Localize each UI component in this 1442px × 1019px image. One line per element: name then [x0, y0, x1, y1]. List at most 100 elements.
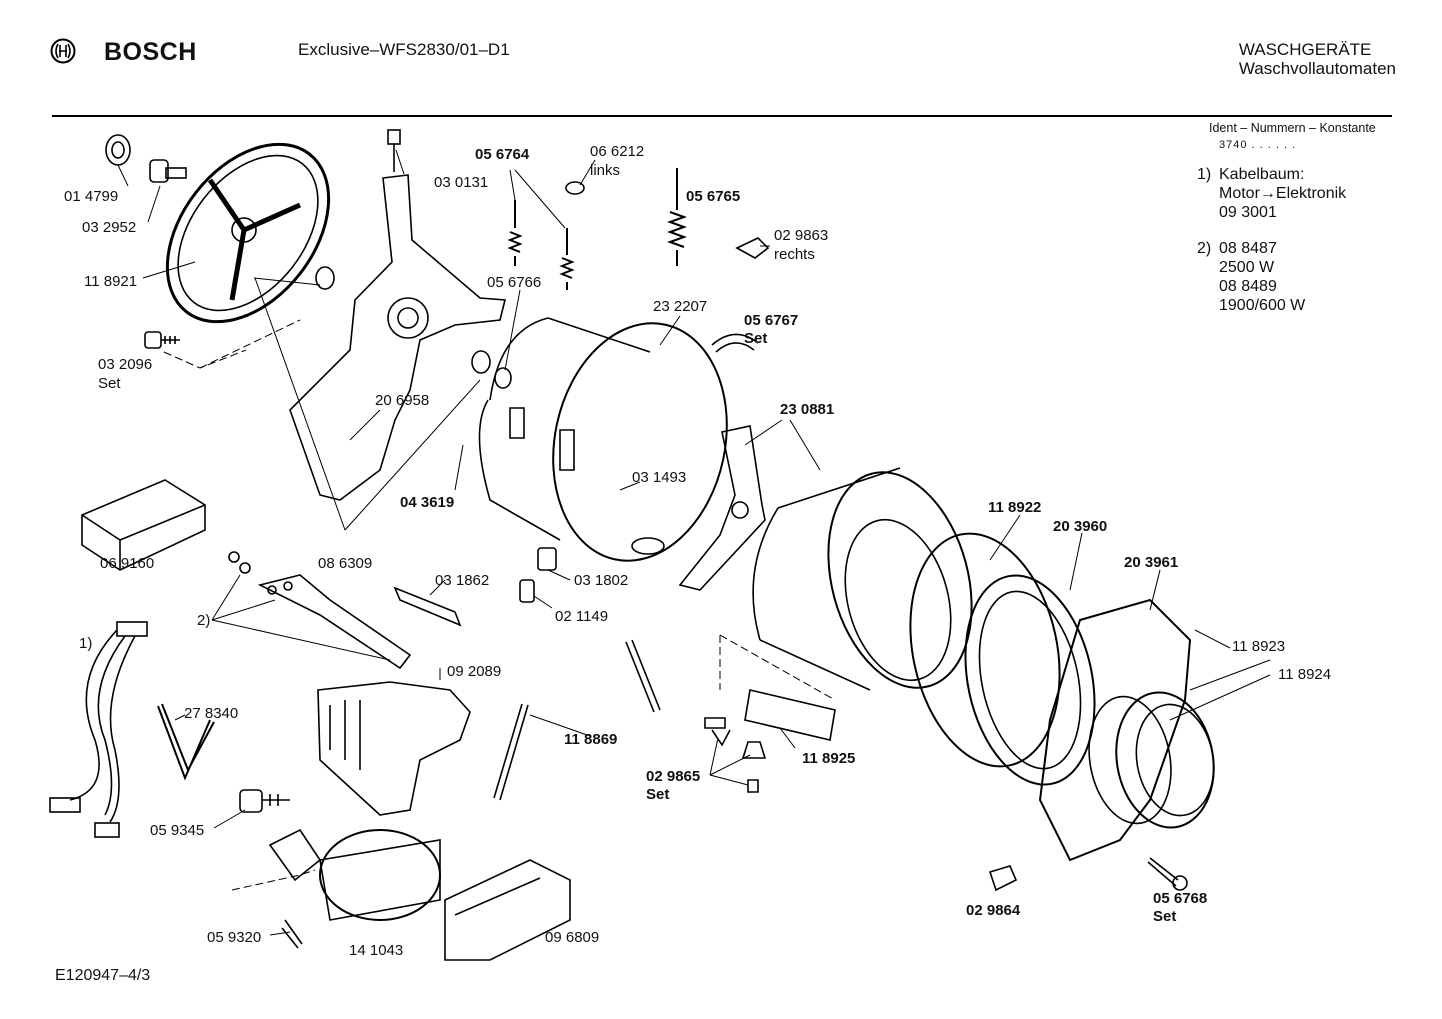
- part-label: 11 8925: [802, 750, 856, 767]
- wiring-harness-icon: [49, 621, 148, 838]
- part-label: 09 6809: [545, 929, 600, 946]
- pin-icon: [281, 919, 303, 949]
- header-divider: [52, 115, 1392, 117]
- control-module-icon: [444, 859, 571, 961]
- note-1-line: Kabelbaum:: [1219, 166, 1305, 183]
- part-label-side: links: [590, 162, 621, 179]
- category-line-2: Waschvollautomaten: [1238, 59, 1396, 78]
- part-label: 06 9160: [100, 555, 155, 572]
- clamp-icon: [711, 333, 759, 353]
- part-label: 01 4799: [64, 188, 119, 205]
- part-label: 14 1043: [349, 942, 404, 959]
- belt-icon: [157, 703, 215, 781]
- ident-value: 3740 . . . . . .: [1219, 139, 1297, 151]
- part-label: 11 8923: [1232, 638, 1286, 655]
- drawing-code: E120947–4/3: [55, 967, 151, 984]
- part-label: 11 8924: [1278, 666, 1332, 683]
- heater-icon: [257, 574, 412, 670]
- part-label: 11 8922: [988, 499, 1042, 516]
- part-label: 05 6768: [1153, 890, 1208, 907]
- note-2-line: 08 8487: [1219, 240, 1277, 257]
- part-label: 02 9863: [774, 227, 829, 244]
- note-1-marker: 1): [1197, 166, 1212, 183]
- note-1-line: Motor→Elektronik: [1219, 185, 1347, 202]
- motor-cover-icon: [317, 681, 471, 816]
- part-label: 03 0131: [434, 174, 489, 191]
- part-label-side: rechts: [774, 246, 815, 263]
- bolt-icon: [149, 159, 187, 183]
- valve-icon: [704, 717, 767, 793]
- bushing-icon: [105, 134, 131, 166]
- part-label: 20 3961: [1124, 554, 1179, 571]
- part-label: 05 9320: [207, 929, 262, 946]
- note-1-text: Kabelbaum: Motor→Elektronik 09 3001: [1219, 165, 1346, 222]
- part-label: 02 9864: [966, 902, 1021, 919]
- part-label: 03 2952: [82, 219, 137, 236]
- lock-clip-icon: [988, 865, 1018, 892]
- bearing-icon: [315, 266, 512, 389]
- part-label: 06 6212: [590, 143, 645, 160]
- motor-bolt-icon: [239, 789, 290, 813]
- sensor-icon: [393, 586, 462, 627]
- ref-marker: 1): [79, 635, 93, 652]
- part-label: 11 8869: [564, 731, 618, 748]
- door-seal-icon: [909, 532, 1096, 786]
- category-line-1: WASCHGERÄTE: [1238, 40, 1372, 59]
- resistor-block-icon: [81, 479, 206, 571]
- pulley-wheel-icon: [165, 142, 331, 324]
- drum-icon: [752, 467, 973, 691]
- part-label: 04 3619: [400, 494, 455, 511]
- bracket-clip-icon: [735, 237, 770, 259]
- shock-absorber-icon: [493, 639, 661, 801]
- motor-icon: [268, 828, 441, 921]
- note-2-line: 1900/600 W: [1219, 297, 1306, 314]
- part-label: 11 8921: [84, 273, 138, 290]
- part-label: 05 6764: [475, 146, 530, 163]
- brand-name: BOSCH: [104, 38, 197, 66]
- part-label: 20 6958: [375, 392, 430, 409]
- category: WASCHGERÄTE Waschvollautomaten: [1239, 40, 1396, 78]
- part-label: 20 3960: [1053, 518, 1108, 535]
- part-label: 23 2207: [653, 298, 708, 315]
- ident-heading: Ident – Nummern – Konstante: [1209, 121, 1376, 135]
- note-1: 1): [1197, 165, 1211, 184]
- part-label: 03 1862: [435, 572, 490, 589]
- part-label-set: Set: [1153, 908, 1177, 925]
- part-label: 27 8340: [184, 705, 239, 722]
- part-label-set: Set: [98, 375, 121, 392]
- part-label: 08 6309: [318, 555, 373, 572]
- screw-icon: [1147, 857, 1188, 891]
- note-2: 2): [1197, 239, 1211, 258]
- part-label: 02 9865: [646, 768, 701, 785]
- part-label: 05 6767: [744, 312, 799, 329]
- part-label: 03 1802: [574, 572, 629, 589]
- part-label: 09 2089: [447, 663, 502, 680]
- part-label: 05 6766: [487, 274, 542, 291]
- part-label: 05 6765: [686, 188, 741, 205]
- nut-icon: [228, 551, 251, 574]
- part-label: 02 1149: [555, 608, 609, 625]
- model-title: Exclusive–WFS2830/01–D1: [298, 40, 510, 59]
- note-2-marker: 2): [1197, 240, 1212, 257]
- bosch-logo-icon: [50, 38, 76, 64]
- drum-spider-icon: [678, 425, 766, 591]
- bearing-bracket-icon: [289, 129, 507, 501]
- part-label: 23 0881: [780, 401, 835, 418]
- note-1-line: 09 3001: [1219, 204, 1277, 221]
- clip-icon: [565, 181, 585, 195]
- ref-marker: 2): [197, 612, 211, 629]
- part-label: 03 1493: [632, 469, 687, 486]
- note-2-line: 08 8489: [1219, 278, 1277, 295]
- tub-icon: [478, 317, 728, 562]
- air-trap-icon: [744, 689, 836, 741]
- note-2-line: 2500 W: [1219, 259, 1275, 276]
- front-panel-icon: [1038, 598, 1215, 862]
- part-label: 03 2096: [98, 356, 153, 373]
- spring-icon: [507, 168, 687, 290]
- part-label-set: Set: [744, 330, 768, 347]
- screw-set-icon: [144, 331, 180, 349]
- part-label: 05 9345: [150, 822, 205, 839]
- part-label-set: Set: [646, 786, 670, 803]
- note-2-text: 08 8487 2500 W 08 8489 1900/600 W: [1219, 239, 1305, 315]
